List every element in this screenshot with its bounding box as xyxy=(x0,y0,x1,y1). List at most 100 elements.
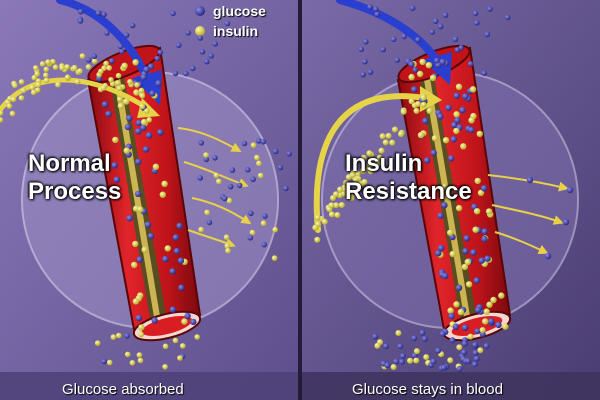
glucose-particle xyxy=(481,70,488,76)
insulin-particle xyxy=(18,95,25,101)
glucose-particle xyxy=(172,70,179,77)
glucose-particle xyxy=(247,235,254,241)
insulin-particle xyxy=(181,318,188,325)
insulin-particle xyxy=(348,195,355,201)
glucose-particle xyxy=(175,42,182,49)
insulin-particle xyxy=(477,189,485,196)
insulin-particle xyxy=(413,348,420,355)
glucose-particle xyxy=(449,337,456,344)
insulin-particle xyxy=(260,220,267,226)
glucose-particle xyxy=(203,156,210,163)
insulin-particle xyxy=(110,334,117,340)
insulin-particle xyxy=(79,53,86,59)
glucose-particle xyxy=(135,158,142,165)
glucose-particle xyxy=(394,57,401,63)
insulin-particle xyxy=(55,81,61,88)
glucose-particle xyxy=(472,349,479,356)
glucose-particle xyxy=(95,10,102,16)
insulin-particle xyxy=(77,68,83,74)
glucose-particle xyxy=(481,235,488,243)
insulin-particle xyxy=(441,183,449,190)
insulin-particle xyxy=(250,142,257,148)
glucose-particle xyxy=(142,146,150,153)
glucose-particle xyxy=(411,352,418,359)
insulin-particle xyxy=(33,65,39,71)
glucose-particle xyxy=(471,361,478,368)
glucose-particle xyxy=(135,314,143,322)
glucose-particle xyxy=(478,257,485,264)
glucose-particle xyxy=(140,74,147,81)
glucose-particle xyxy=(123,32,130,38)
glucose-particle xyxy=(157,49,164,56)
insulin-particle xyxy=(330,195,336,201)
glucose-particle xyxy=(185,30,191,36)
glucose-particle xyxy=(176,222,183,230)
glucose-particle xyxy=(544,252,552,260)
insulin-particle xyxy=(453,127,460,135)
insulin-particle xyxy=(464,258,471,266)
glucose-particle xyxy=(367,69,374,75)
insulin-particle xyxy=(502,323,509,330)
glucose-particle xyxy=(135,190,142,198)
glucose-particle xyxy=(222,195,228,202)
insulin-particle xyxy=(30,89,37,96)
insulin-particle xyxy=(395,330,402,336)
insulin-particle xyxy=(328,211,335,218)
insulin-particle xyxy=(382,139,389,146)
insulin-particle xyxy=(354,186,361,193)
glucose-particle xyxy=(423,157,431,164)
glucose-particle xyxy=(562,218,570,226)
glucose-particle xyxy=(390,36,397,43)
insulin-particle xyxy=(390,364,397,370)
glucose-particle xyxy=(136,256,143,263)
insulin-particle xyxy=(129,360,136,366)
glucose-particle xyxy=(470,249,477,256)
insulin-particle xyxy=(479,327,486,333)
insulin-particle xyxy=(141,246,148,253)
insulin-particle xyxy=(360,154,367,161)
glucose-particle xyxy=(484,31,491,38)
glucose-flow-arrow-right xyxy=(336,0,442,66)
glucose-particle xyxy=(445,104,452,111)
insulin-particle xyxy=(379,133,386,140)
glucose-particle xyxy=(480,185,488,192)
glucose-particle xyxy=(169,306,177,313)
insulin-particle xyxy=(101,65,107,71)
insulin-particle xyxy=(137,357,144,364)
glucose-particle xyxy=(481,228,488,235)
insulin-particle xyxy=(203,152,209,158)
particles-layer xyxy=(0,4,574,372)
glucose-particle xyxy=(468,126,475,134)
insulin-particle xyxy=(490,296,497,304)
insulin-particle xyxy=(400,108,407,115)
glucose-particle xyxy=(154,55,161,62)
glucose-particle xyxy=(78,8,84,15)
insulin-particle xyxy=(121,62,128,69)
legend-glucose-label: glucose xyxy=(213,3,266,19)
glucose-particle xyxy=(283,185,289,192)
insulin-particle xyxy=(139,103,146,110)
insulin-particle xyxy=(138,87,145,94)
glucose-particle xyxy=(439,58,446,66)
insulin-particle xyxy=(476,130,483,138)
glucose-particle xyxy=(124,333,130,339)
glucose-particle xyxy=(124,123,132,131)
glucose-particle xyxy=(85,57,92,63)
insulin-particle xyxy=(417,131,425,139)
glucose-particle xyxy=(462,93,469,100)
insulin-particle xyxy=(338,202,345,208)
insulin-particle xyxy=(408,73,415,81)
insulin-particle xyxy=(136,352,143,358)
glucose-particle xyxy=(472,341,479,348)
glucose-particle xyxy=(448,312,455,320)
insulin-particle xyxy=(376,154,383,161)
glucose-particle xyxy=(435,347,442,354)
insulin-particle xyxy=(342,186,349,193)
insulin-particle xyxy=(447,357,454,364)
insulin-particle xyxy=(312,224,319,231)
insulin-particle xyxy=(449,250,456,258)
glucose-particle xyxy=(415,36,421,43)
glucose-particle xyxy=(104,30,110,36)
glucose-particle xyxy=(384,362,391,369)
